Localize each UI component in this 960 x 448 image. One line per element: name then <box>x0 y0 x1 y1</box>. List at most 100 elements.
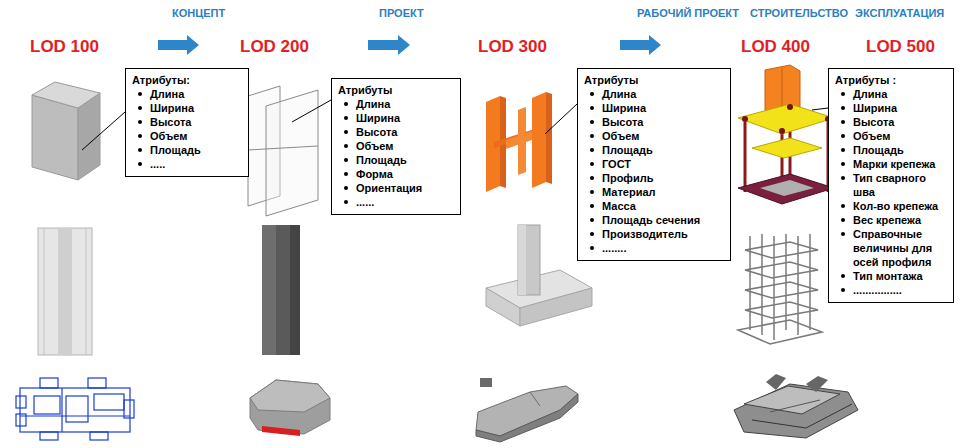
list-item: Длина <box>835 87 948 101</box>
bullet-dot <box>138 162 142 166</box>
list-item: Площадь <box>584 143 725 157</box>
lod100-plan-drawing <box>88 378 106 388</box>
bullet-dot <box>841 288 845 292</box>
lod-level: LOD 400 <box>741 37 810 57</box>
lod300-column-footing <box>518 225 526 295</box>
attribute-text: Длина <box>853 88 887 100</box>
lod300-column-footing <box>518 225 540 295</box>
attribute-text: Площадь <box>356 154 407 166</box>
bullet-dot <box>344 102 348 106</box>
attribute-text: Производитель <box>602 228 688 240</box>
lod300-ibeam <box>546 92 552 184</box>
list-item: Площадь сечения <box>584 213 725 227</box>
bullet-dot <box>590 148 594 152</box>
list-item: Объем <box>338 139 455 153</box>
attribute-text: Высота <box>853 116 894 128</box>
stage-arrow <box>158 35 199 55</box>
box-heading-text: Атрибуты: <box>132 74 190 86</box>
bullet-dot <box>841 134 845 138</box>
list-item: Тип сварного шва <box>835 171 948 199</box>
lod300-wedge <box>530 392 540 406</box>
bullet-dot <box>590 204 594 208</box>
list-item: Профиль <box>584 171 725 185</box>
lod-level: LOD 200 <box>240 37 309 57</box>
bullet-dot <box>841 218 845 222</box>
list-item: Ширина <box>584 101 725 115</box>
leader-line <box>292 100 331 122</box>
box-heading-text: Атрибуты <box>338 84 392 96</box>
lod100-column <box>86 228 87 355</box>
attribute-text: Профиль <box>602 172 653 184</box>
box-heading-text: Атрибуты : <box>835 74 896 86</box>
lod100-plan-drawing <box>90 432 108 440</box>
list-item: Вес крепежа <box>835 213 948 227</box>
attribute-text: Ориентация <box>356 182 422 194</box>
lod300-ibeam <box>532 92 546 188</box>
lod400-rebar-cage <box>738 234 822 344</box>
attribute-text: Высота <box>150 116 191 128</box>
attribute-text: ГОСТ <box>602 158 631 170</box>
attribute-text: Кол-во крепежа <box>853 200 938 212</box>
lod400-rebar-cage <box>745 302 818 318</box>
list-item: Ширина <box>835 101 948 115</box>
list-item: Длина <box>584 87 725 101</box>
box-heading: Атрибуты <box>338 83 455 97</box>
lod100-plan-drawing <box>40 378 58 388</box>
attribute-text: Справочные величины для осей профиля <box>853 228 932 268</box>
lod200-column <box>262 225 300 355</box>
list-item: ...... <box>338 195 455 209</box>
lod400-column-base <box>738 174 834 204</box>
list-item: Высота <box>338 125 455 139</box>
attribute-box: АтрибутыДлинаШиринаВысотаОбъемПлощадьГОС… <box>577 68 731 261</box>
list-item: Ширина <box>132 101 243 115</box>
bullet-dot <box>841 106 845 110</box>
leader-line <box>545 104 577 134</box>
attribute-text: Объем <box>356 140 393 152</box>
stage-arrow <box>368 35 410 55</box>
lod100-column <box>58 228 72 355</box>
attribute-text: Площадь <box>150 144 201 156</box>
stage-arrow <box>620 35 661 55</box>
bullet-dot <box>590 134 594 138</box>
lod200-block <box>262 426 300 436</box>
lod400-machine <box>770 400 820 412</box>
bullet-dot <box>841 162 845 166</box>
attribute-text: Объем <box>150 130 187 142</box>
phase-heading: ПРОЕКТ <box>379 7 424 20</box>
list-item: Объем <box>132 129 243 143</box>
lod300-wedge <box>476 394 578 442</box>
lod200-panels <box>266 90 318 216</box>
lod400-column-base <box>742 116 748 122</box>
lod400-machine <box>766 374 786 390</box>
attribute-text: Площадь сечения <box>602 214 700 226</box>
leader-line <box>812 108 828 110</box>
attribute-text: Форма <box>356 168 393 180</box>
lod300-column-footing <box>486 288 520 326</box>
attribute-text: Вес крепежа <box>853 214 921 226</box>
bullet-dot <box>344 200 348 204</box>
attribute-text: Длина <box>356 98 390 110</box>
attribute-text: Масса <box>602 200 636 212</box>
list-item: Площадь <box>338 153 455 167</box>
lod200-column <box>262 225 300 355</box>
list-item: Производитель <box>584 227 725 241</box>
lod200-column <box>290 225 300 355</box>
lod400-column-base <box>779 128 785 134</box>
attribute-text: ........ <box>602 242 626 254</box>
attribute-text: Длина <box>150 88 184 100</box>
bullet-dot <box>138 148 142 152</box>
lod300-ibeam <box>486 92 552 192</box>
list-item: Масса <box>584 199 725 213</box>
list-item: Площадь <box>835 143 948 157</box>
bullet-dot <box>138 134 142 138</box>
list-item: Форма <box>338 167 455 181</box>
attribute-text: Объем <box>602 130 639 142</box>
bullet-dot <box>841 176 845 180</box>
lod400-column-base <box>787 104 793 110</box>
bullet-dot <box>841 274 845 278</box>
bullet-dot <box>590 190 594 194</box>
attribute-text: Марки крепежа <box>853 158 935 170</box>
lod200-block <box>250 380 330 436</box>
lod100-plan-drawing <box>34 396 60 414</box>
phase-heading: СТРОИТЕЛЬСТВО <box>750 7 848 20</box>
